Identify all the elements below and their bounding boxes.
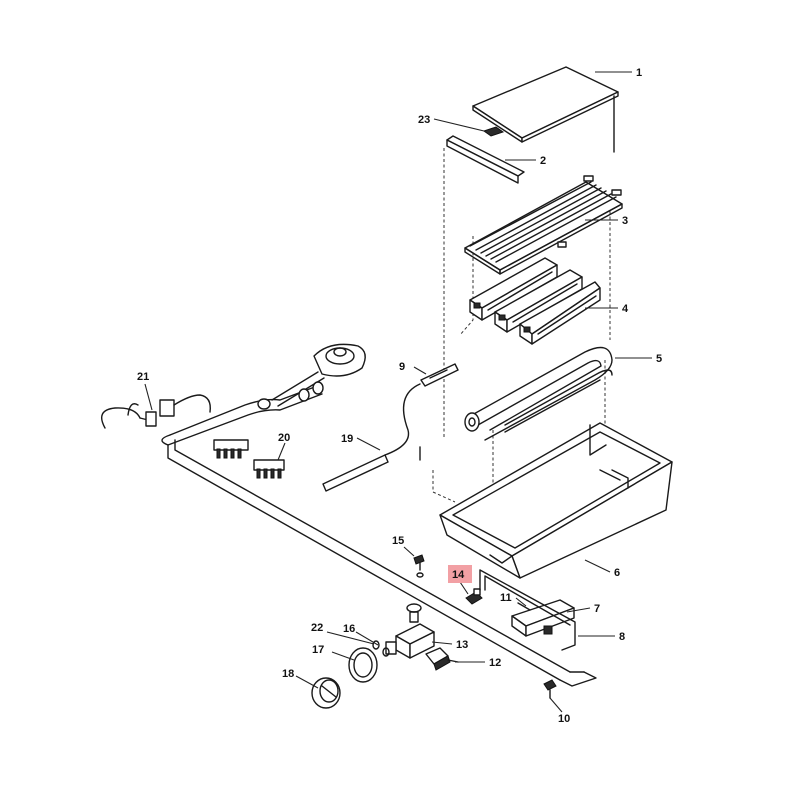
callout-19[interactable]: 19 (341, 433, 353, 445)
part-wire-harness (479, 569, 576, 651)
callout-11[interactable]: 11 (500, 592, 512, 604)
part-radiant-trays (469, 257, 601, 345)
part-regulator (257, 343, 366, 410)
part-power-cord (101, 394, 211, 429)
part-knob (311, 677, 341, 709)
part-connectors (213, 439, 285, 479)
callout-5[interactable]: 5 (656, 353, 662, 365)
part-bezel (348, 647, 378, 683)
part-screw (413, 554, 425, 578)
callout-labels: 1 2 3 4 5 6 7 8 9 10 11 12 13 14 15 16 1… (137, 67, 662, 725)
callout-10[interactable]: 10 (558, 713, 570, 725)
part-clip (372, 640, 390, 657)
callout-4[interactable]: 4 (622, 303, 629, 315)
callout-16[interactable]: 16 (343, 623, 355, 635)
callout-14-highlight (448, 565, 472, 583)
callout-15[interactable]: 15 (392, 535, 404, 547)
callout-13[interactable]: 13 (456, 639, 468, 651)
callout-9[interactable]: 9 (399, 361, 405, 373)
callout-14[interactable]: 14 (452, 569, 465, 581)
part-valve (385, 603, 435, 659)
callout-3[interactable]: 3 (622, 215, 628, 227)
part-cooking-grate (464, 175, 623, 275)
leader-lines (144, 71, 652, 713)
callout-21[interactable]: 21 (137, 371, 149, 383)
part-ignition-module (511, 599, 575, 637)
part-orifice-fitting (465, 588, 483, 605)
part-cover-plate (472, 66, 619, 153)
callout-1[interactable]: 1 (636, 67, 642, 79)
part-side-strip (446, 135, 525, 184)
part-bolt (543, 679, 557, 699)
callout-2[interactable]: 2 (540, 155, 546, 167)
part-tab (482, 126, 505, 137)
part-igniter-wire (322, 383, 421, 492)
callout-22[interactable]: 22 (311, 622, 323, 634)
part-fire-box (439, 422, 673, 579)
callout-23[interactable]: 23 (418, 114, 430, 126)
callout-12[interactable]: 12 (489, 657, 501, 669)
callout-18[interactable]: 18 (282, 668, 294, 680)
callout-7[interactable]: 7 (594, 603, 600, 615)
part-igniter-switch (425, 647, 459, 671)
callout-8[interactable]: 8 (619, 631, 625, 643)
part-electrode (420, 363, 459, 387)
part-burner (464, 346, 613, 441)
callout-20[interactable]: 20 (278, 432, 290, 444)
callout-6[interactable]: 6 (614, 567, 620, 579)
callout-17[interactable]: 17 (312, 644, 324, 656)
